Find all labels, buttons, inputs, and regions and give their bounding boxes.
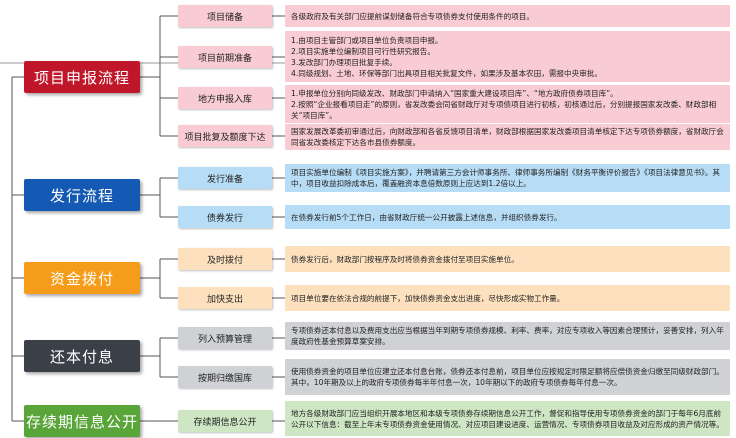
desc-issuance-prep: 项目实施单位编制《项目实施方案》，并聘请第三方会计师事务所、律师事务所编制《财务… xyxy=(285,164,730,192)
desc-preliminary-prep: 1.由项目主管部门或项目单位负责项目申报。 2.项目实施单位编制项目可行性研究报… xyxy=(285,31,730,82)
step-treasury-payment: 按期归缴国库 xyxy=(178,366,272,388)
step-local-application: 地方申报入库 xyxy=(178,87,272,109)
desc-project-reserve: 各级政府及有关部门应提前谋划储备符合专项债券支付使用条件的项目。 xyxy=(285,5,730,27)
stage-debt-repayment: 还本付息 xyxy=(24,340,140,372)
stage-project-application: 项目申报流程 xyxy=(24,61,140,93)
desc-accelerate-spending: 项目单位要在依法合规的前提下，加快债券资金支出进度，尽快形成实物工作量。 xyxy=(285,285,730,311)
step-project-reserve: 项目储备 xyxy=(178,5,272,27)
desc-budget-management: 专项债券还本付息以及费用支出应当根据当年到期专项债券规模、利率、费率，对应专项收… xyxy=(285,322,730,350)
step-preliminary-prep: 项目前期准备 xyxy=(178,46,272,68)
desc-treasury-payment: 使用债券资金的项目单位应建立还本付息台账，债券还本付息前，项目单位应按规定时限足… xyxy=(285,359,730,395)
desc-approval-quota: 国家发展改革委初审通过后，向财政部和各省反馈项目清单，财政部根据国家发改委项目清… xyxy=(285,124,730,150)
stage-info-disclosure: 存续期信息公开 xyxy=(24,405,140,437)
desc-timely-allocation: 债券发行后，财政部门按程序及时将债券资金拨付至项目实施单位。 xyxy=(285,246,730,272)
desc-bond-issuance: 在债券发行前5个工作日，由省财政厅统一公开披露上述信息，并组织债券发行。 xyxy=(285,205,730,229)
stage-fund-allocation: 资金拨付 xyxy=(24,262,140,294)
desc-info-disclosure: 地方各级财政部门应当组织开展本地区和本级专项债券存续期信息公开工作，督促和指导使… xyxy=(285,401,730,436)
step-bond-issuance: 债券发行 xyxy=(178,206,272,228)
step-approval-quota: 项目批复及额度下达 xyxy=(178,125,272,147)
step-accelerate-spending: 加快支出 xyxy=(178,287,272,309)
desc-local-application: 1.申报单位分别向同级发改、财政部门申请纳入“国家重大建设项目库”、“地方政府债… xyxy=(285,85,730,123)
step-issuance-prep: 发行准备 xyxy=(178,167,272,189)
stage-issuance: 发行流程 xyxy=(24,179,140,211)
step-timely-allocation: 及时拨付 xyxy=(178,248,272,270)
step-budget-management: 列入预算管理 xyxy=(178,327,272,349)
step-info-disclosure: 存续期信息公开 xyxy=(178,410,272,432)
